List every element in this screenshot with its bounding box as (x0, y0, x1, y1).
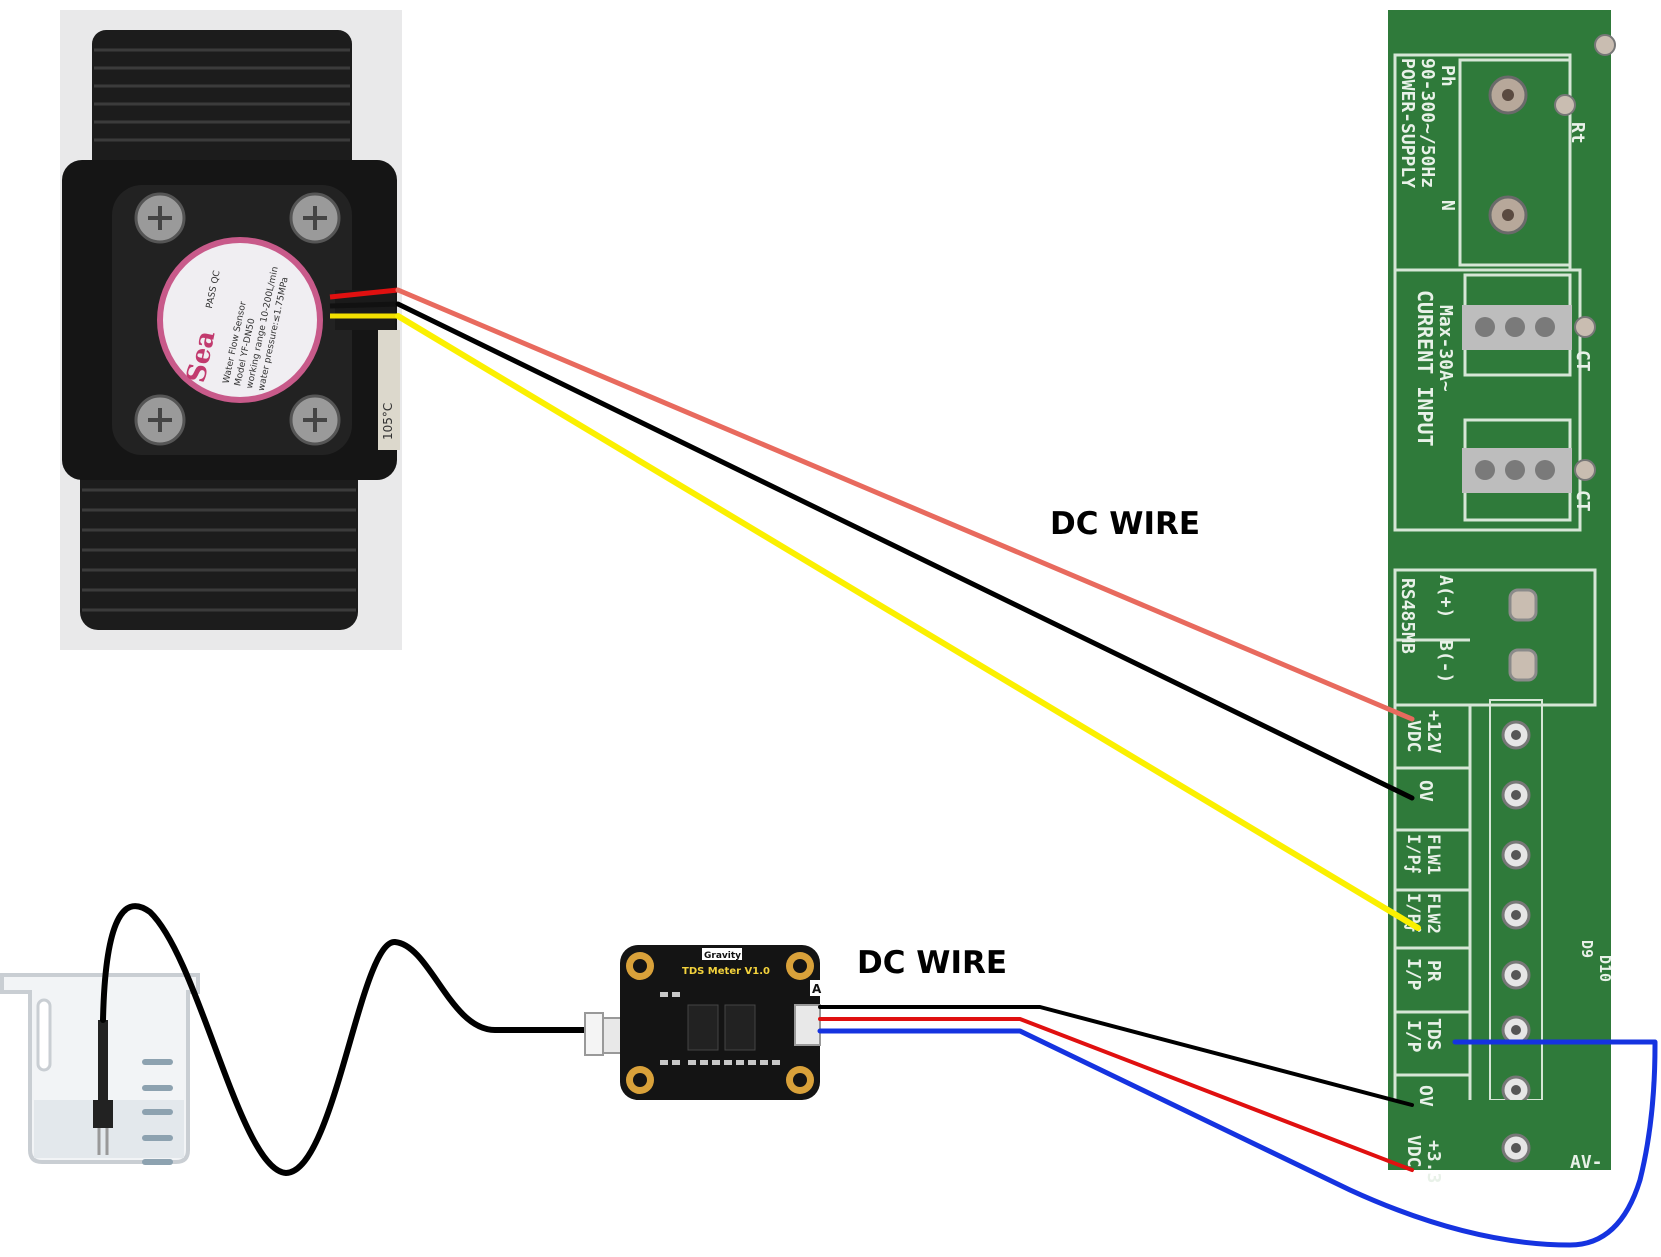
pcb-label-current-input: CURRENT INPUT (1413, 290, 1437, 447)
wire-yellow-flw2 (395, 313, 1421, 931)
pcb-label-pr-io: I/P (1403, 958, 1424, 991)
tds-port-letter: A (812, 982, 822, 996)
pcb-label-flw2: FLW2 (1423, 893, 1443, 934)
controller-pcb: Ph N 90-300~/50Hz POWER-SUPPLY Rt CURREN… (1388, 10, 1661, 1183)
dc-wire-label-bottom: DC WIRE (857, 945, 1007, 981)
pcb-label-rs485: RS485MB (1397, 578, 1418, 654)
pcb-label-tds-io: I/P (1403, 1020, 1424, 1053)
pcb-label-ov2: OV (1415, 1085, 1436, 1107)
tds-title: TDS Meter V1.0 (682, 966, 770, 977)
pcb-label-tds: TDS (1423, 1018, 1444, 1051)
pcb-label-power-range: 90-300~/50Hz (1417, 58, 1438, 188)
pcb-label-current-max: Max-30A~ (1435, 305, 1456, 392)
tds-wires (817, 1005, 1658, 1248)
pcb-label-ct2: CT (1572, 490, 1593, 512)
pcb-label-ph: Ph (1437, 65, 1458, 87)
pcb-label-b-minus: B(-) (1435, 640, 1456, 683)
probe-cable (100, 903, 598, 1177)
sensor-temp-tag: 105°C (381, 403, 395, 440)
wire-black-0v (395, 301, 1415, 801)
pcb-label-rt: Rt (1567, 122, 1588, 144)
flow-sensor-wires (395, 287, 1421, 931)
pcb-label-power-supply: POWER-SUPPLY (1397, 58, 1418, 188)
pcb-label-d9: D9 (1578, 940, 1596, 958)
pcb-label-pr: PR (1423, 960, 1444, 982)
pcb-label-flw1-io: I/P⨍ (1403, 834, 1423, 874)
water-flow-sensor: Sea Water Flow Sensor Model YF-DN50 work… (60, 10, 402, 650)
tds-meter-module: Gravity TDS Meter V1.0 A (584, 945, 824, 1100)
wire-blue-tds (817, 1028, 1658, 1248)
pcb-label-12v: +12V (1423, 710, 1444, 754)
tds-brand: Gravity (704, 951, 741, 961)
pcb-label-vdc1: VDC (1403, 720, 1424, 753)
pcb-label-d10: D10 (1596, 955, 1614, 982)
wire-red-tds (818, 1017, 1414, 1172)
wire-red-12v (395, 287, 1415, 722)
dc-wire-label-top: DC WIRE (1050, 506, 1200, 542)
wire-black-tds (818, 1005, 1414, 1107)
ct-connectors (1462, 273, 1596, 522)
pcb-label-ov1: OV (1415, 780, 1436, 802)
pcb-label-33v: +3.3 (1423, 1140, 1444, 1183)
beaker-with-tds-probe (0, 973, 200, 1165)
pcb-label-av: AV- (1570, 1152, 1603, 1173)
pcb-label-a-plus: A(+) (1435, 575, 1456, 618)
pcb-label-flw1: FLW1 (1423, 834, 1443, 875)
power-terminals (1458, 34, 1616, 267)
pcb-label-n: N (1437, 200, 1458, 211)
pcb-label-ct1: CT (1572, 350, 1593, 372)
pcb-label-vdc2: VDC (1403, 1135, 1424, 1168)
